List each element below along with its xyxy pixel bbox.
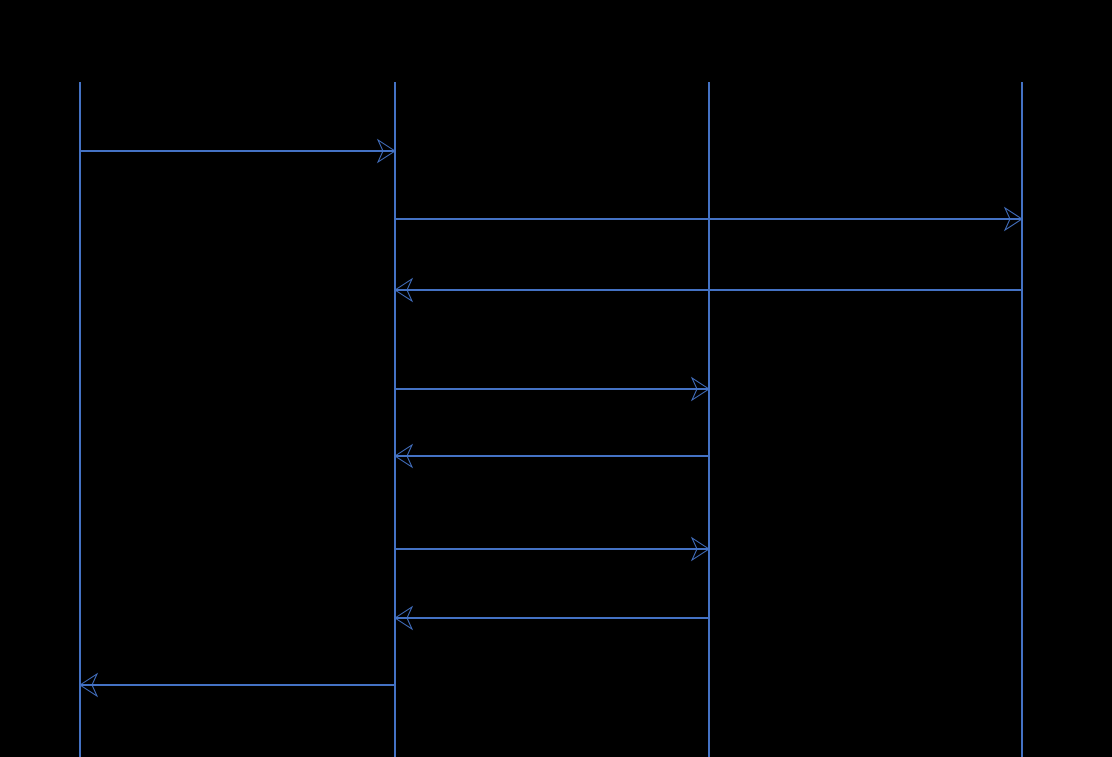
message-8[interactable]: [79, 672, 395, 698]
lifelines-group: [79, 82, 1023, 757]
message-5[interactable]: [394, 443, 709, 469]
message-arrowhead-2: [1003, 206, 1023, 232]
message-2[interactable]: [395, 206, 1023, 232]
message-7[interactable]: [394, 605, 709, 631]
message-6[interactable]: [395, 536, 710, 562]
message-arrowhead-7: [394, 605, 414, 631]
messages-group: [79, 138, 1023, 698]
message-arrowhead-5: [394, 443, 414, 469]
message-arrowhead-6: [690, 536, 710, 562]
message-1[interactable]: [80, 138, 396, 164]
message-arrowhead-8: [79, 672, 99, 698]
message-arrowhead-3: [394, 277, 414, 303]
message-4[interactable]: [395, 376, 710, 402]
message-arrowhead-4: [690, 376, 710, 402]
message-arrowhead-1: [376, 138, 396, 164]
message-3[interactable]: [394, 277, 1022, 303]
